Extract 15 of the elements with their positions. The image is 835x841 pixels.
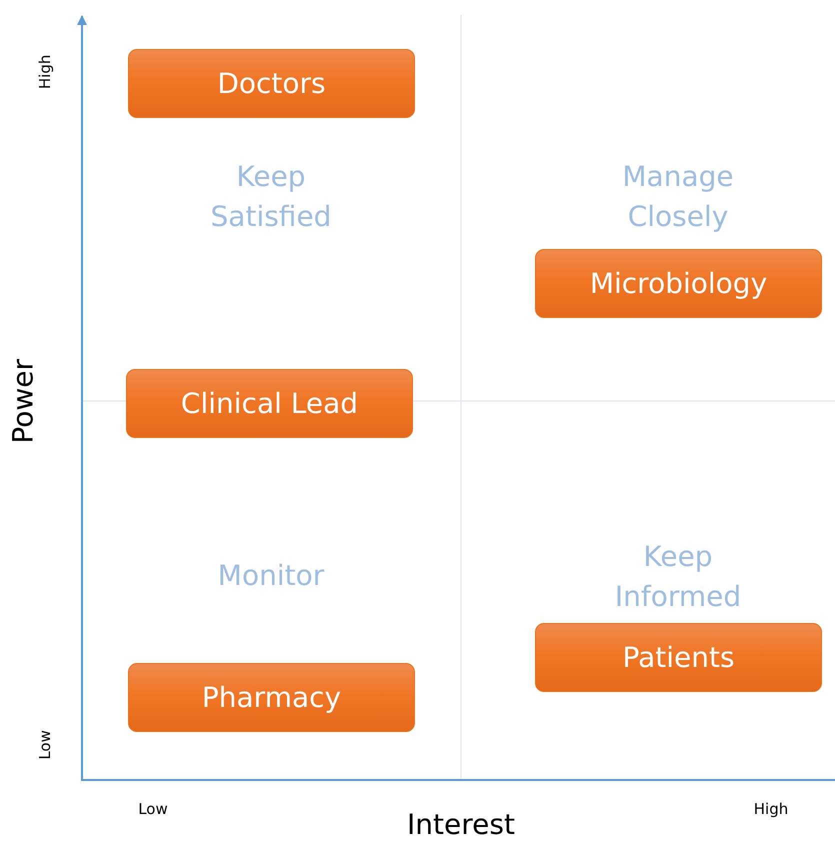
- axis-title: Interest: [406, 806, 516, 841]
- quadrant-label: Manage Closely: [621, 158, 735, 236]
- axis-title: Power: [6, 357, 41, 446]
- stakeholder-box: Patients: [535, 623, 822, 692]
- quadrant-label: Monitor: [216, 558, 326, 594]
- stakeholder-box: Microbiology: [535, 249, 822, 318]
- quadrant-label: Keep Satisfied: [210, 158, 332, 236]
- stakeholder-box: Pharmacy: [128, 663, 415, 732]
- stakeholder-box: Doctors: [128, 49, 415, 118]
- axis-tick-label: Low: [137, 799, 169, 820]
- axis-tick-label: Low: [35, 729, 56, 762]
- quadrant-label: Keep Informed: [614, 538, 742, 616]
- axis-tick-label: High: [35, 54, 56, 92]
- axis-tick-label: High: [752, 799, 790, 820]
- stakeholder-box: Clinical Lead: [126, 369, 413, 438]
